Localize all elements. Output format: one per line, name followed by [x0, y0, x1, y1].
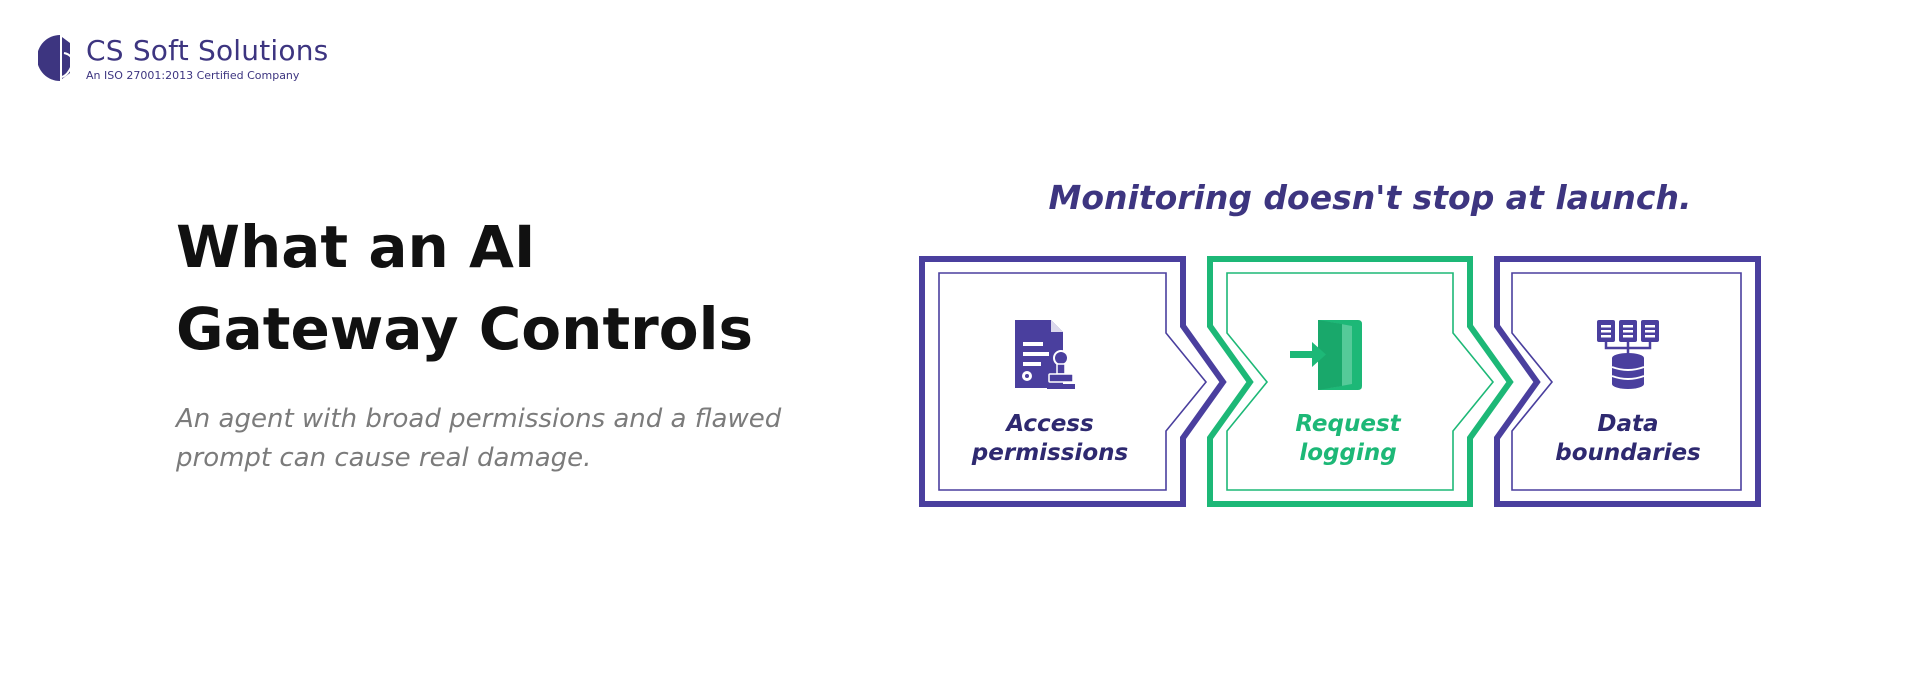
step-1-label: Access permissions	[940, 410, 1160, 468]
headline-line-1: What an AI	[176, 213, 536, 281]
logo-mark-icon	[38, 35, 74, 81]
access-document-stamp-icon	[1015, 320, 1075, 389]
step-1-label-line-1: Access	[1006, 411, 1094, 437]
diagram-title: Monitoring doesn't stop at launch.	[1048, 178, 1692, 217]
page-subtitle: An agent with broad permissions and a fl…	[176, 400, 816, 478]
subtext-line-1: An agent with broad permissions and a fl…	[176, 404, 782, 434]
step-3-label-line-2: boundaries	[1555, 440, 1701, 466]
subtext-line-2: prompt can cause real damage.	[176, 443, 592, 473]
headline-line-2: Gateway Controls	[176, 295, 754, 363]
step-1-label-line-2: permissions	[971, 440, 1129, 466]
step-2-label-line-1: Request	[1295, 411, 1401, 437]
login-door-arrow-icon	[1290, 320, 1362, 390]
brand-logo: CS Soft Solutions An ISO 27001:2013 Cert…	[38, 33, 328, 83]
step-2-label: Request logging	[1238, 410, 1458, 468]
database-network-icon	[1597, 320, 1659, 389]
step-3-label: Data boundaries	[1518, 410, 1738, 468]
brand-name: CS Soft Solutions	[86, 33, 329, 67]
step-3-label-line-1: Data	[1597, 411, 1659, 437]
step-2-label-line-2: logging	[1299, 440, 1397, 466]
page-title: What an AI Gateway Controls	[176, 206, 836, 370]
brand-tagline: An ISO 27001:2013 Certified Company	[86, 68, 300, 82]
logo-text: CS Soft Solutions An ISO 27001:2013 Cert…	[86, 33, 329, 82]
